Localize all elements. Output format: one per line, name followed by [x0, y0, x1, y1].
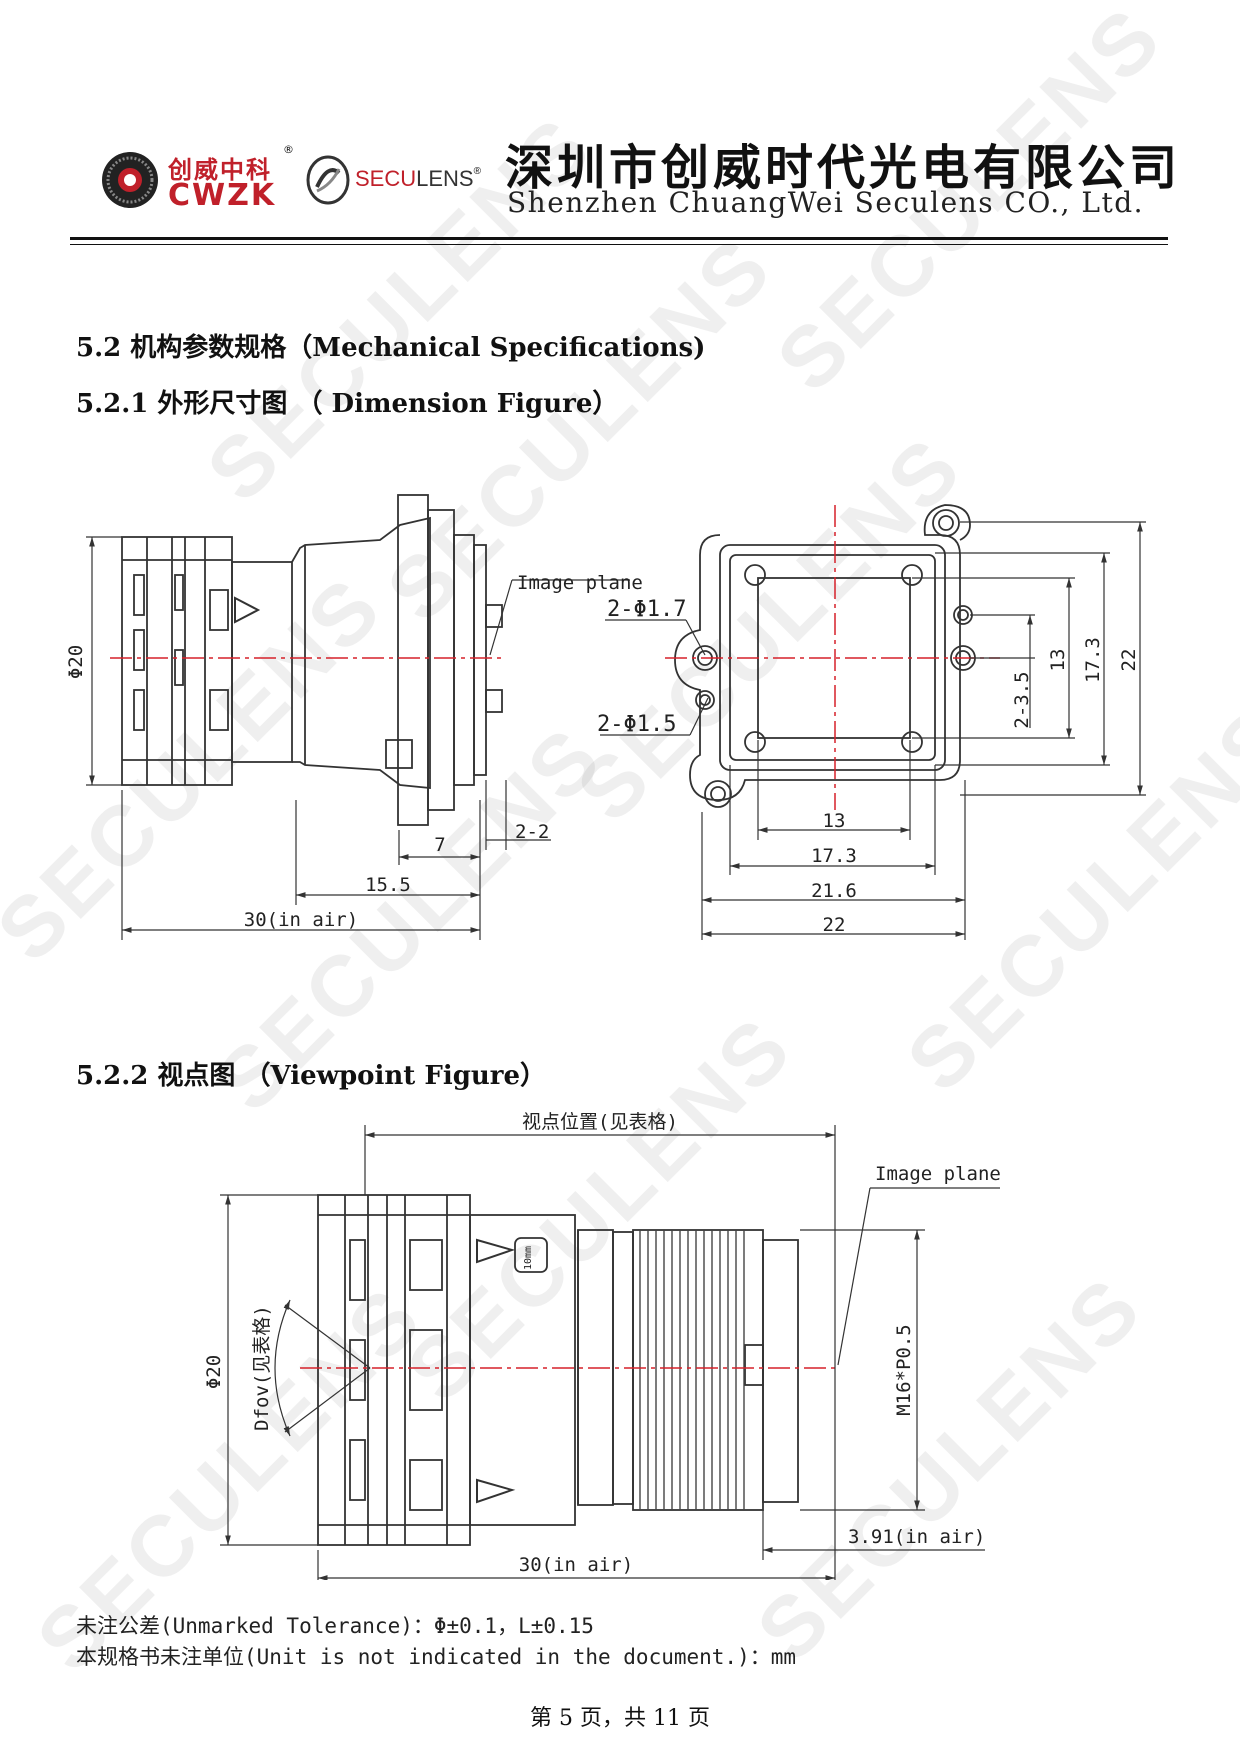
logo-cn-text: 创威中科: [168, 156, 272, 184]
side-view-drawing: [121, 494, 503, 826]
logo-cwzk-text: CWZK: [168, 178, 277, 213]
front-dim-h22: 22: [823, 914, 846, 936]
front-dim-h17-3: 17.3: [811, 845, 857, 867]
header-rule-thick: [70, 237, 1168, 240]
section-heading-5-2-2: 5.2.2 视点图 （Viewpoint Figure）: [76, 1061, 547, 1091]
side-dim-15-5: 15.5: [365, 874, 411, 896]
logo-secu: SECU: [355, 166, 417, 191]
registered-mark: ®: [283, 143, 294, 156]
front-dim-v17-3: 17.3: [1082, 637, 1104, 683]
front-view-drawing: [674, 504, 976, 808]
front-dim-v22: 22: [1118, 649, 1140, 672]
side-dim-30: 30(in air): [244, 909, 358, 931]
viewpoint-dim-3-91: 3.91(in air): [848, 1526, 985, 1548]
logo-lens: LENS: [416, 166, 474, 191]
front-dim-v13: 13: [1047, 649, 1069, 672]
section-heading-5-2-1: 5.2.1 外形尺寸图 （ Dimension Figure）: [76, 389, 619, 419]
side-dia-label: Φ20: [65, 645, 87, 679]
tolerance-note: 未注公差(Unmarked Tolerance)：Φ±0.1，L±0.15: [76, 1614, 594, 1638]
front-view-dimensions: [600, 521, 1146, 940]
front-dim-h13: 13: [823, 810, 846, 832]
lens-thread: [639, 1230, 745, 1510]
front-hole-1-5-label: 2-Φ1.5: [597, 712, 676, 737]
dfov-indicator: [274, 1299, 371, 1437]
front-dim-h21-6: 21.6: [811, 880, 857, 902]
viewpoint-figure: 10mm Dfov(见表格) 视点位置(见表格) Image plane Φ20…: [203, 1111, 1001, 1580]
viewpoint-dim-30: 30(in air): [519, 1554, 633, 1576]
side-dim-2-2: 2-2: [515, 821, 549, 843]
section-heading-5-2: 5.2 机构参数规格（Mechanical Specifications): [76, 333, 706, 363]
seculens-logo-icon: [306, 155, 350, 205]
dfov-label: Dfov(见表格): [251, 1305, 273, 1431]
logo-seculens-text: SECULENS®: [355, 166, 481, 192]
front-dim-2-3-5: 2-3.5: [1011, 671, 1033, 728]
viewpoint-position-label: 视点位置(见表格): [522, 1111, 678, 1133]
lens-focal-mark: 10mm: [523, 1246, 534, 1270]
registered-mark: ®: [473, 166, 481, 177]
side-image-plane-label: Image plane: [517, 572, 643, 594]
front-hole-1-7-label: 2-Φ1.7: [607, 597, 686, 622]
thread-label: M16*P0.5: [893, 1324, 915, 1416]
viewpoint-drawing: [317, 1194, 799, 1546]
header-rule-thin: [70, 244, 1168, 245]
unit-note: 本规格书未注单位(Unit is not indicated in the do…: [76, 1645, 797, 1669]
page-number: 第 5 页，共 11 页: [530, 1706, 710, 1731]
viewpoint-image-plane-label: Image plane: [875, 1163, 1001, 1185]
side-dim-7: 7: [434, 834, 445, 856]
company-name-en: Shenzhen ChuangWei Seculens CO., Ltd.: [507, 186, 1145, 219]
company-name-cn: 深圳市创威时代光电有限公司: [505, 140, 1182, 196]
viewpoint-dia-label: Φ20: [203, 1355, 225, 1389]
side-view-dimensions: [86, 536, 630, 940]
cwzk-logo-icon: [102, 152, 158, 208]
header: 创威中科 ® CWZK SECULENS® 深圳市创威时代光电有限公司 Shen…: [0, 0, 1240, 250]
viewpoint-dimensions: [220, 1125, 1000, 1580]
dimension-figure: Φ20 Image plane 7 2-2 15.5 30(in air): [65, 494, 1146, 940]
